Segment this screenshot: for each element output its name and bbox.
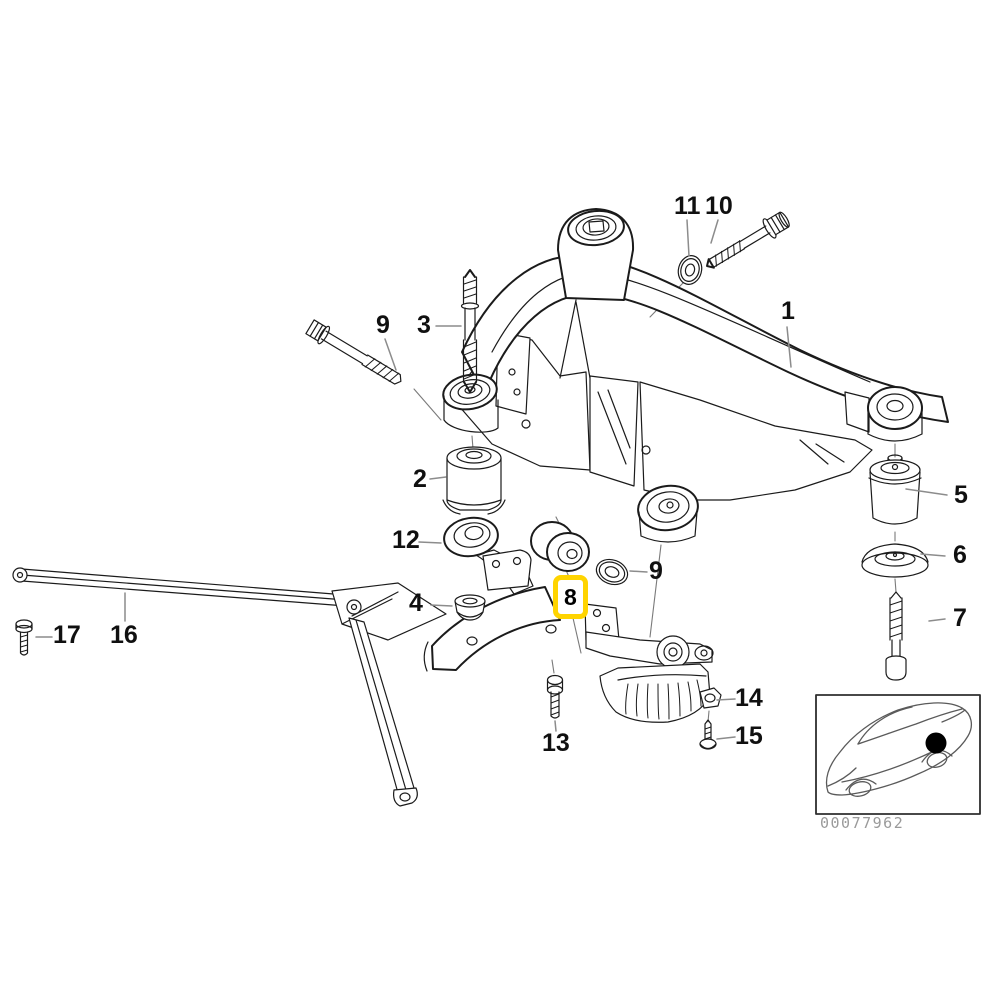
callout-15: 15 [735,722,763,750]
washer-part-9-right [595,558,629,586]
callout-9-left: 9 [376,311,390,339]
washer-part-11 [677,255,703,285]
bolt-part-17 [15,619,33,656]
inset-border [815,694,981,815]
cup-washer-part-6 [861,543,929,578]
bolt-part-13 [546,674,564,719]
callout-17: 17 [53,621,81,649]
callout-12: 12 [392,526,420,554]
callout-16: 16 [110,621,138,649]
nut-part-4 [454,594,486,621]
bushing-part-5 [868,454,922,525]
callout-8-highlighted: 8 [553,575,588,619]
brace-part-16 [12,567,447,807]
callout-3: 3 [417,311,431,339]
callout-10: 10 [705,192,733,220]
part-location-dot [925,732,947,754]
car-location-inset [815,694,981,815]
callout-13: 13 [542,729,570,757]
inset-image-code: 00077962 [820,814,905,832]
car-outline [825,702,973,797]
bushing-part-8 [530,521,590,572]
callout-4: 4 [409,589,423,617]
callout-5: 5 [954,481,968,509]
rear-axle-carrier [442,208,949,543]
callout-9-right: 9 [649,557,663,585]
stud-part-3 [460,269,480,393]
callout-14: 14 [735,684,763,712]
heat-shield-part-14 [599,663,722,723]
callout-2: 2 [413,465,427,493]
callout-6: 6 [953,541,967,569]
screw-part-15 [699,719,717,750]
bushing-part-2 [442,446,506,515]
callout-1: 1 [781,297,795,325]
callout-7: 7 [953,604,967,632]
bolt-part-10 [706,211,790,269]
crossmember-bracket [423,549,714,672]
leader-lines [35,219,948,740]
bolt-part-9-left [305,319,402,385]
callout-11: 11 [674,192,701,220]
bolt-part-7 [885,591,907,681]
assembly-lines [413,282,897,723]
